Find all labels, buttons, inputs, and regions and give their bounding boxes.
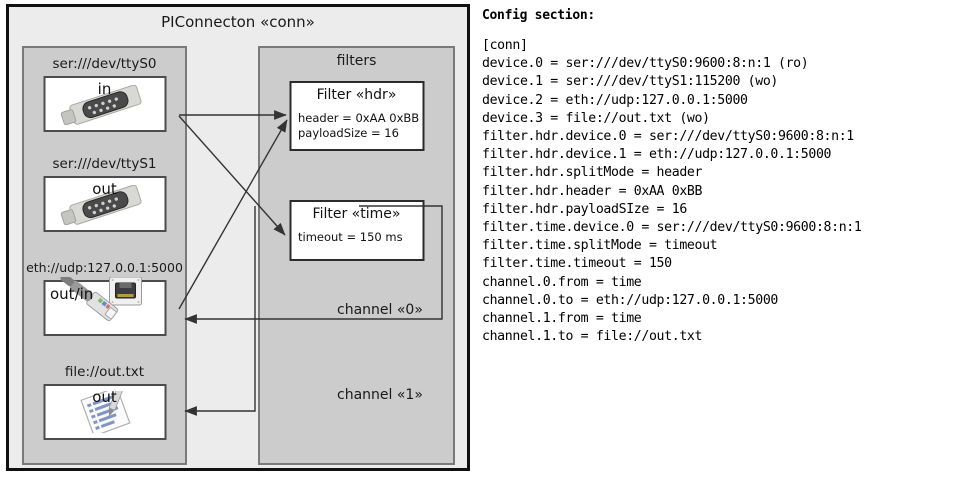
devices-panel: ser:///dev/ttyS0 in s	[22, 46, 187, 465]
device-box-ttyS1[interactable]: out	[43, 176, 166, 232]
config-line: filter.hdr.device.0 = ser:///dev/ttyS0:9…	[482, 129, 854, 145]
filter-title-hdr: Filter «hdr»	[316, 87, 397, 103]
device-label-eth: eth://udp:127.0.0.1:5000	[26, 260, 183, 275]
config-line: channel.1.to = file://out.txt	[482, 329, 703, 345]
config-line: filter.time.device.0 = ser:///dev/ttyS0:…	[482, 220, 862, 236]
filter-prop-payload-size: payloadSize = 16	[298, 126, 399, 140]
device-label-file: file://out.txt	[64, 364, 145, 380]
serial-port-icon	[57, 184, 153, 229]
channel-label-1: channel «1»	[337, 387, 423, 403]
filters-panel-title: filters	[336, 53, 377, 69]
config-line: filter.hdr.header = 0xAA 0xBB	[482, 183, 703, 199]
config-heading: Config section:	[482, 8, 595, 23]
text-file-icon	[57, 379, 153, 437]
config-line: device.3 = file://out.txt (wo)	[482, 110, 710, 126]
filter-box-hdr[interactable]: Filter «hdr» header = 0xAA 0xBB payloadS…	[289, 81, 424, 151]
config-line: [conn]	[482, 38, 528, 53]
config-line: device.1 = ser:///dev/ttyS1:115200 (wo)	[482, 74, 778, 90]
device-box-eth[interactable]: out/in	[43, 273, 166, 336]
device-label-ttyS0: ser:///dev/ttyS0	[52, 56, 157, 72]
filter-title-time: Filter «time»	[312, 206, 401, 222]
config-line: filter.hdr.device.1 = eth://udp:127.0.0.…	[482, 147, 832, 163]
filter-box-time[interactable]: Filter «time» timeout = 150 ms	[289, 200, 424, 261]
config-line: filter.hdr.splitMode = header	[482, 165, 703, 181]
serial-port-icon	[57, 84, 153, 129]
config-line: device.0 = ser:///dev/ttyS0:9600:8:n:1 (…	[482, 56, 809, 72]
device-box-file[interactable]: out	[43, 379, 166, 440]
ethernet-jack-icon	[50, 273, 160, 333]
config-lines: [conn] device.0 = ser:///dev/ttyS0:9600:8…	[482, 37, 960, 346]
config-line: channel.0.to = eth://udp:127.0.0.1:5000	[482, 292, 778, 308]
filter-prop-timeout: timeout = 150 ms	[298, 230, 403, 244]
config-line: filter.time.splitMode = timeout	[482, 238, 718, 254]
config-line: channel.0.from = time	[482, 274, 642, 290]
device-label-ttyS1: ser:///dev/ttyS1	[52, 156, 157, 172]
filter-prop-header: header = 0xAA 0xBB	[298, 111, 420, 125]
config-line: channel.1.from = time	[482, 311, 642, 327]
piconnector-diagram: PIConnecton «conn» ser:///dev/ttyS0 in	[6, 4, 470, 471]
device-direction-in: in	[97, 80, 112, 98]
config-line: device.2 = eth://udp:127.0.0.1:5000	[482, 92, 748, 108]
diagram-title: PIConnecton «conn»	[161, 13, 315, 31]
device-direction-out-in: out/in	[50, 285, 94, 303]
device-direction-out: out	[92, 180, 117, 198]
filters-panel: filters Filter «hdr» header = 0xAA 0xBB …	[258, 46, 455, 465]
device-direction-out: out	[92, 388, 117, 406]
channel-label-0: channel «0»	[337, 302, 423, 318]
config-line: filter.time.timeout = 150	[482, 256, 672, 272]
config-section: Config section: [conn] device.0 = ser:///…	[482, 8, 960, 346]
device-box-ttyS0[interactable]: in	[43, 76, 166, 132]
config-line: filter.hdr.payloadSIze = 16	[482, 201, 687, 217]
